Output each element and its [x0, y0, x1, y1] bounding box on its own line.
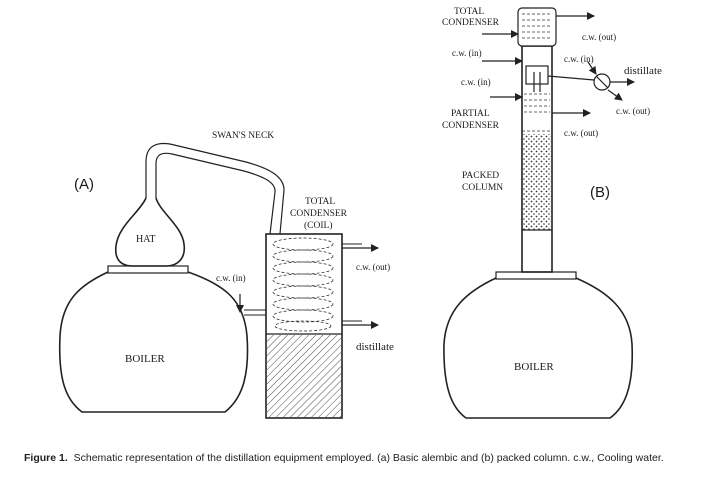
cw-in-label-b1: c.w. (in) [452, 48, 482, 58]
alembic-boiler [58, 271, 249, 413]
caption-text: Schematic representation of the distilla… [73, 452, 664, 464]
partial-condenser-label-2: CONDENSER [442, 121, 500, 131]
swans-neck-label: SWAN'S NECK [212, 131, 274, 141]
cw-out-label-b3: c.w. (out) [616, 106, 650, 116]
cw-in-label-b2: c.w. (in) [461, 77, 491, 87]
distillate-label-b: distillate [624, 65, 662, 77]
distillate-receiver-hatched [267, 335, 341, 417]
coil-condenser-vessel [265, 233, 343, 419]
partial-condenser-zone [524, 93, 550, 113]
take-off-cup [525, 65, 549, 85]
coil-condenser-label-3: (COIL) [304, 220, 333, 231]
alembic-hat [114, 197, 186, 267]
packed-column-label-1: PACKED [462, 171, 499, 181]
column-boiler-label: BOILER [514, 361, 554, 373]
hat-label: HAT [136, 234, 155, 245]
total-condenser-head [517, 7, 557, 47]
figure-caption: Figure 1. Schematic representation of th… [24, 452, 714, 464]
packed-column-label-2: COLUMN [462, 183, 503, 193]
column-flange [495, 271, 577, 280]
panel-b-label: (B) [590, 184, 610, 201]
partial-condenser-label-1: PARTIAL [451, 109, 490, 119]
total-condenser-label-1: TOTAL [454, 7, 484, 17]
alembic-boiler-label: BOILER [125, 353, 165, 365]
packing-material [523, 134, 551, 230]
cw-out-label-b1: c.w. (out) [582, 32, 616, 42]
total-condenser-label-2: CONDENSER [442, 18, 500, 28]
panel-a-label: (A) [74, 176, 94, 193]
cw-out-label-a: c.w. (out) [356, 262, 390, 272]
cw-in-label-b3: c.w. (in) [564, 54, 594, 64]
condenser-coil [272, 237, 334, 332]
panel-b: (B) BOILER TOTAL [442, 7, 662, 419]
coil-condenser-label-2: CONDENSER [290, 209, 348, 219]
cw-in-arrow-valve [587, 61, 597, 75]
swans-neck-pipe [145, 142, 285, 235]
caption-figure-label: Figure 1. [24, 452, 68, 464]
boiler-neck-flange [107, 265, 189, 274]
cw-in-label-a: c.w. (in) [216, 273, 246, 283]
coil-condenser-label-1: TOTAL [305, 197, 335, 207]
panel-a: (A) BOILER HAT SWAN'S NECK TOTAL CONDENS… [58, 131, 394, 419]
cw-out-label-b2: c.w. (out) [564, 128, 598, 138]
column-boiler [443, 277, 634, 419]
cw-out-arrow-valve [607, 89, 623, 101]
distillate-label-a: distillate [356, 341, 394, 353]
